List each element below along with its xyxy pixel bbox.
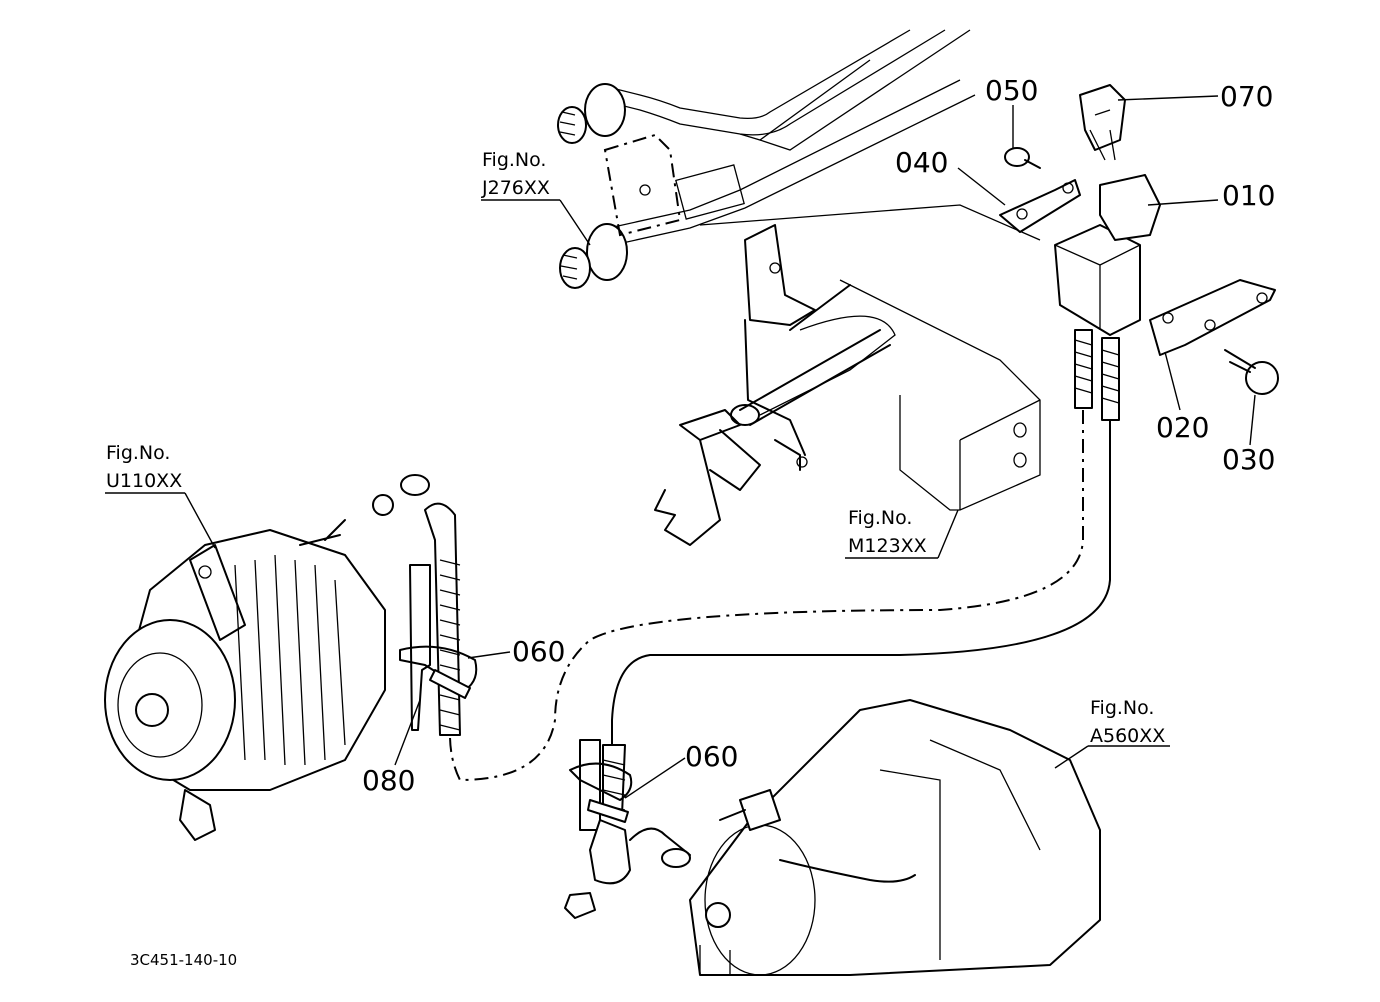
part-label-060-lower: 060 <box>685 740 738 773</box>
fig-ref-u110-label: Fig.No. <box>106 442 170 464</box>
starter-cable <box>564 739 691 919</box>
leader-lines <box>105 95 1256 799</box>
bracket-assembly <box>654 204 1041 546</box>
fig-ref-a560-label: Fig.No. <box>1090 697 1154 719</box>
part-label-070: 070 <box>1220 80 1273 113</box>
part-label-040: 040 <box>895 146 948 179</box>
part-label-060-upper: 060 <box>512 635 565 668</box>
fuse-box-assembly <box>999 84 1279 421</box>
wiring-harness <box>449 410 1111 782</box>
starter-motor <box>689 699 1101 976</box>
alternator <box>104 474 430 841</box>
part-label-080: 080 <box>362 764 415 797</box>
part-label-050: 050 <box>985 74 1038 107</box>
part-labels: 010 020 030 040 050 060 060 070 080 <box>362 74 1275 797</box>
fig-ref-j276-label: Fig.No. <box>482 149 546 171</box>
part-label-020: 020 <box>1156 411 1209 444</box>
pipe-assembly <box>557 29 976 289</box>
drawing-code: 3C451-140-10 <box>130 951 237 969</box>
part-label-030: 030 <box>1222 443 1275 476</box>
fig-ref-j276-code: J276XX <box>481 177 550 199</box>
fig-ref-u110-code: U110XX <box>106 470 182 492</box>
part-label-010: 010 <box>1222 179 1275 212</box>
alternator-cable <box>399 502 478 736</box>
figure-references: Fig.No. J276XX Fig.No. U110XX Fig.No. M1… <box>106 149 1165 747</box>
fig-ref-m123-label: Fig.No. <box>848 507 912 529</box>
fig-ref-a560-code: A560XX <box>1090 725 1165 747</box>
fig-ref-m123-code: M123XX <box>848 535 927 557</box>
